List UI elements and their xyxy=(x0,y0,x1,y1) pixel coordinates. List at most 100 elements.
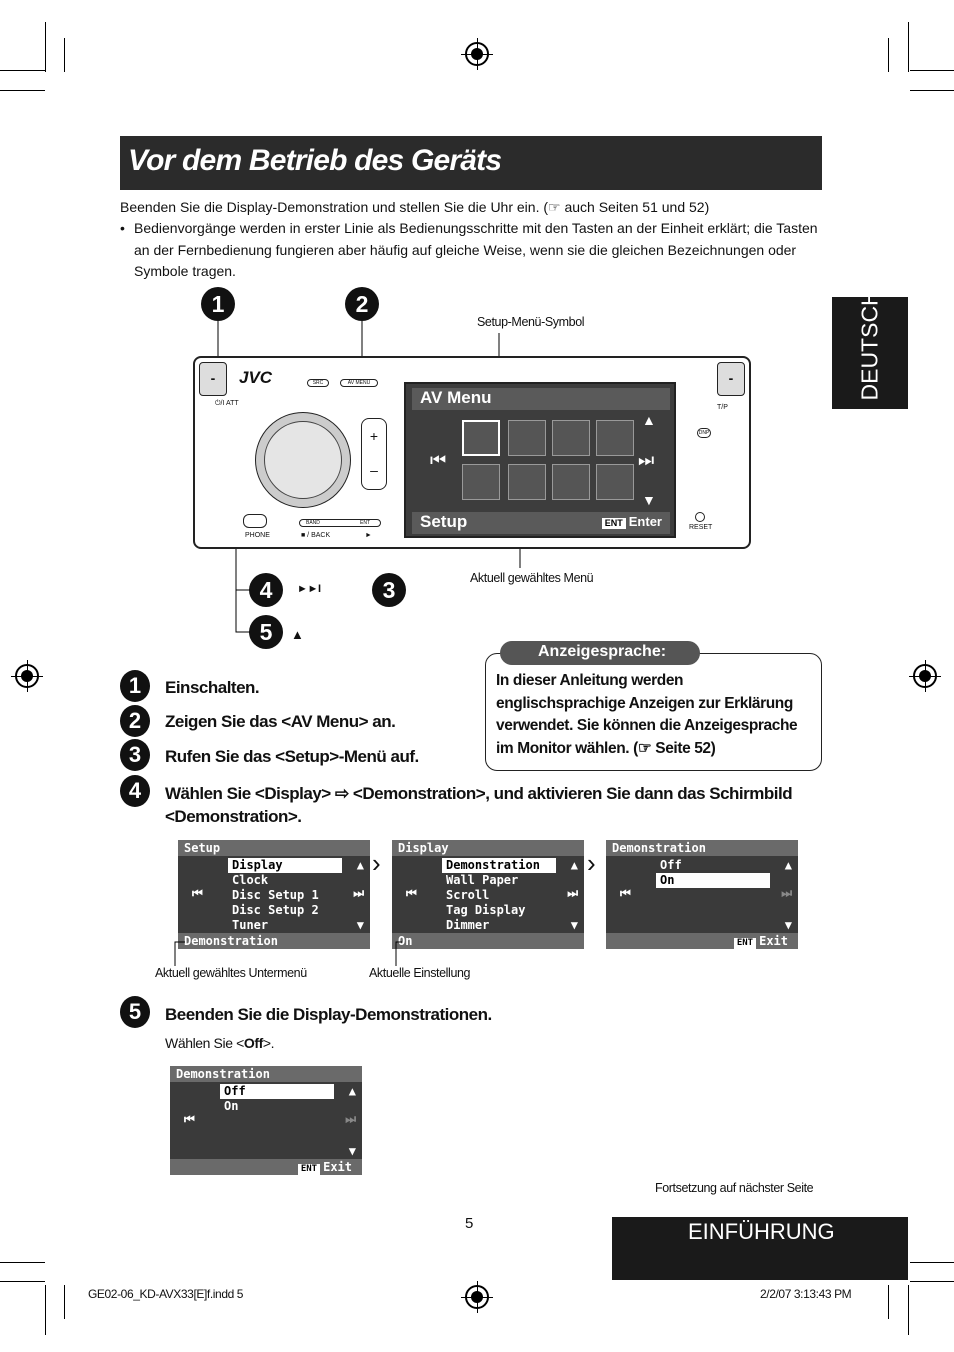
menu-item[interactable]: Off xyxy=(660,858,682,872)
band-ent-button[interactable]: BAND ENT xyxy=(299,519,381,527)
up-arrow-icon: ▲ xyxy=(291,627,304,642)
crop-mark xyxy=(45,1285,46,1335)
menu-header: Display xyxy=(392,840,584,856)
arrow-icon: › xyxy=(587,848,596,878)
ent-tag: ENT xyxy=(601,518,626,529)
brand-logo: JVC xyxy=(239,368,273,387)
sound-icon[interactable] xyxy=(552,420,590,456)
registration-mark xyxy=(909,660,941,692)
exit-label[interactable]: Exit xyxy=(759,934,788,948)
phone-label: PHONE xyxy=(245,532,270,539)
menu-item[interactable]: On xyxy=(656,873,770,888)
ent-tag: ENT xyxy=(733,938,757,949)
crop-mark xyxy=(45,22,46,72)
prev-icon: ⏮ xyxy=(406,886,417,900)
callout-4: 4 xyxy=(249,573,283,607)
step-text: Rufen Sie das <Setup>-Menü auf. xyxy=(165,747,419,766)
play-label: ► xyxy=(365,532,372,539)
enter-label: Enter xyxy=(628,514,662,529)
ent-tag: ENT xyxy=(297,1164,321,1175)
scroll-down-icon: ▼ xyxy=(348,1144,356,1158)
prev-icon: ⏮ xyxy=(184,1112,195,1126)
step-number: 5 xyxy=(120,996,150,1028)
scroll-down-icon: ▼ xyxy=(570,918,578,932)
setup-symbol-label: Setup-Menü-Symbol xyxy=(477,315,585,329)
av-menu-title: AV Menu xyxy=(412,388,670,410)
language-side-tab: DEUTSCH xyxy=(832,289,908,409)
detach-button-left[interactable]: - xyxy=(199,362,227,396)
control-dial[interactable] xyxy=(255,412,351,508)
bullet-marker: • xyxy=(120,220,125,236)
menu-item[interactable]: Dimmer xyxy=(446,918,490,932)
phone-button[interactable] xyxy=(243,514,267,528)
src-button[interactable]: SRC xyxy=(307,379,329,387)
dnp-button[interactable]: DNP xyxy=(697,428,711,438)
menu-item[interactable]: Tuner xyxy=(232,918,269,932)
registration-mark xyxy=(11,660,43,692)
continued-note: Fortsetzung auf nächster Seite xyxy=(655,1181,814,1195)
menu-item[interactable]: Off xyxy=(220,1084,334,1099)
surround-icon[interactable] xyxy=(596,420,634,456)
tp-label: T/P xyxy=(717,404,728,411)
av-menu-button[interactable]: AV MENU xyxy=(340,379,378,387)
step5-pre: Wählen Sie < xyxy=(165,1035,244,1051)
scroll-up-icon: ▲ xyxy=(356,858,364,872)
display-menu-screen: Display Demonstration Wall Paper Scroll … xyxy=(392,840,584,949)
step-text: Zeigen Sie das <AV Menu> an. xyxy=(165,712,396,731)
menu-item[interactable]: Tag Display xyxy=(446,903,526,917)
page-title: Vor dem Betrieb des Geräts xyxy=(128,144,502,177)
detach-button-right[interactable]: - xyxy=(717,362,745,396)
menu-item[interactable]: Display xyxy=(228,858,342,873)
crop-mark xyxy=(908,22,909,72)
menu-item[interactable]: Demonstration xyxy=(442,858,556,873)
menu-item[interactable]: Wall Paper xyxy=(446,873,519,887)
registration-mark xyxy=(461,38,493,70)
scroll-up-icon: ▲ xyxy=(784,858,792,872)
menu-item[interactable]: Disc Setup 1 xyxy=(232,888,319,902)
page-number: 5 xyxy=(465,1215,473,1232)
crop-mark xyxy=(910,90,954,91)
step-number: 2 xyxy=(120,705,150,737)
crop-mark xyxy=(910,1281,954,1282)
language-note-heading: Anzeigesprache: xyxy=(500,641,700,665)
callout-3: 3 xyxy=(372,573,406,607)
menu-item[interactable]: Scroll xyxy=(446,888,490,902)
menu-footer: Demonstration xyxy=(178,933,370,949)
prev-icon: ⏮ xyxy=(620,886,631,900)
caption-submenu: Aktuell gewähltes Untermenü xyxy=(155,966,307,980)
equalizer-icon[interactable] xyxy=(508,420,546,456)
reset-button[interactable] xyxy=(695,512,705,522)
back-label: ■ / BACK xyxy=(301,532,331,539)
step-text: Einschalten. xyxy=(165,678,260,697)
menu-item[interactable]: On xyxy=(224,1099,239,1113)
menu-item[interactable]: Disc Setup 2 xyxy=(232,903,319,917)
list-icon[interactable] xyxy=(508,464,546,500)
next-icon: ⏭ xyxy=(638,450,655,470)
current-menu-label: Aktuell gewähltes Menü xyxy=(470,571,594,585)
crop-mark xyxy=(64,1285,65,1319)
crop-mark xyxy=(0,1281,45,1282)
volume-rocker[interactable]: +– xyxy=(361,418,387,490)
exit-label[interactable]: Exit xyxy=(323,1160,352,1174)
caption-leaders xyxy=(174,941,402,966)
callout-5: 5 xyxy=(249,615,283,649)
bluetooth-icon[interactable] xyxy=(552,464,590,500)
step5-bold: Off xyxy=(243,1035,263,1051)
menu-item[interactable]: Clock xyxy=(232,873,269,887)
language-note-body: In dieser Anleitung werden englischsprac… xyxy=(496,672,798,757)
step-number: 1 xyxy=(120,670,150,702)
disc-icon[interactable] xyxy=(596,464,634,500)
step5-instruction: Wählen Sie <Off>. xyxy=(165,1035,275,1051)
next-icon: ⏭ xyxy=(781,886,792,900)
section-tab: EINFÜHRUNG xyxy=(612,1217,908,1280)
intro-line: Beenden Sie die Display-Demonstration un… xyxy=(120,199,710,215)
crop-mark xyxy=(910,1262,954,1263)
slug-right: 2/2/07 3:13:43 PM xyxy=(760,1287,852,1301)
timer-icon[interactable] xyxy=(462,464,500,500)
scroll-down-icon: ▼ xyxy=(642,492,656,508)
setup-gear-icon[interactable] xyxy=(462,420,500,456)
next-icon: ⏭ xyxy=(567,886,578,900)
prev-icon: ⏮ xyxy=(192,886,203,900)
